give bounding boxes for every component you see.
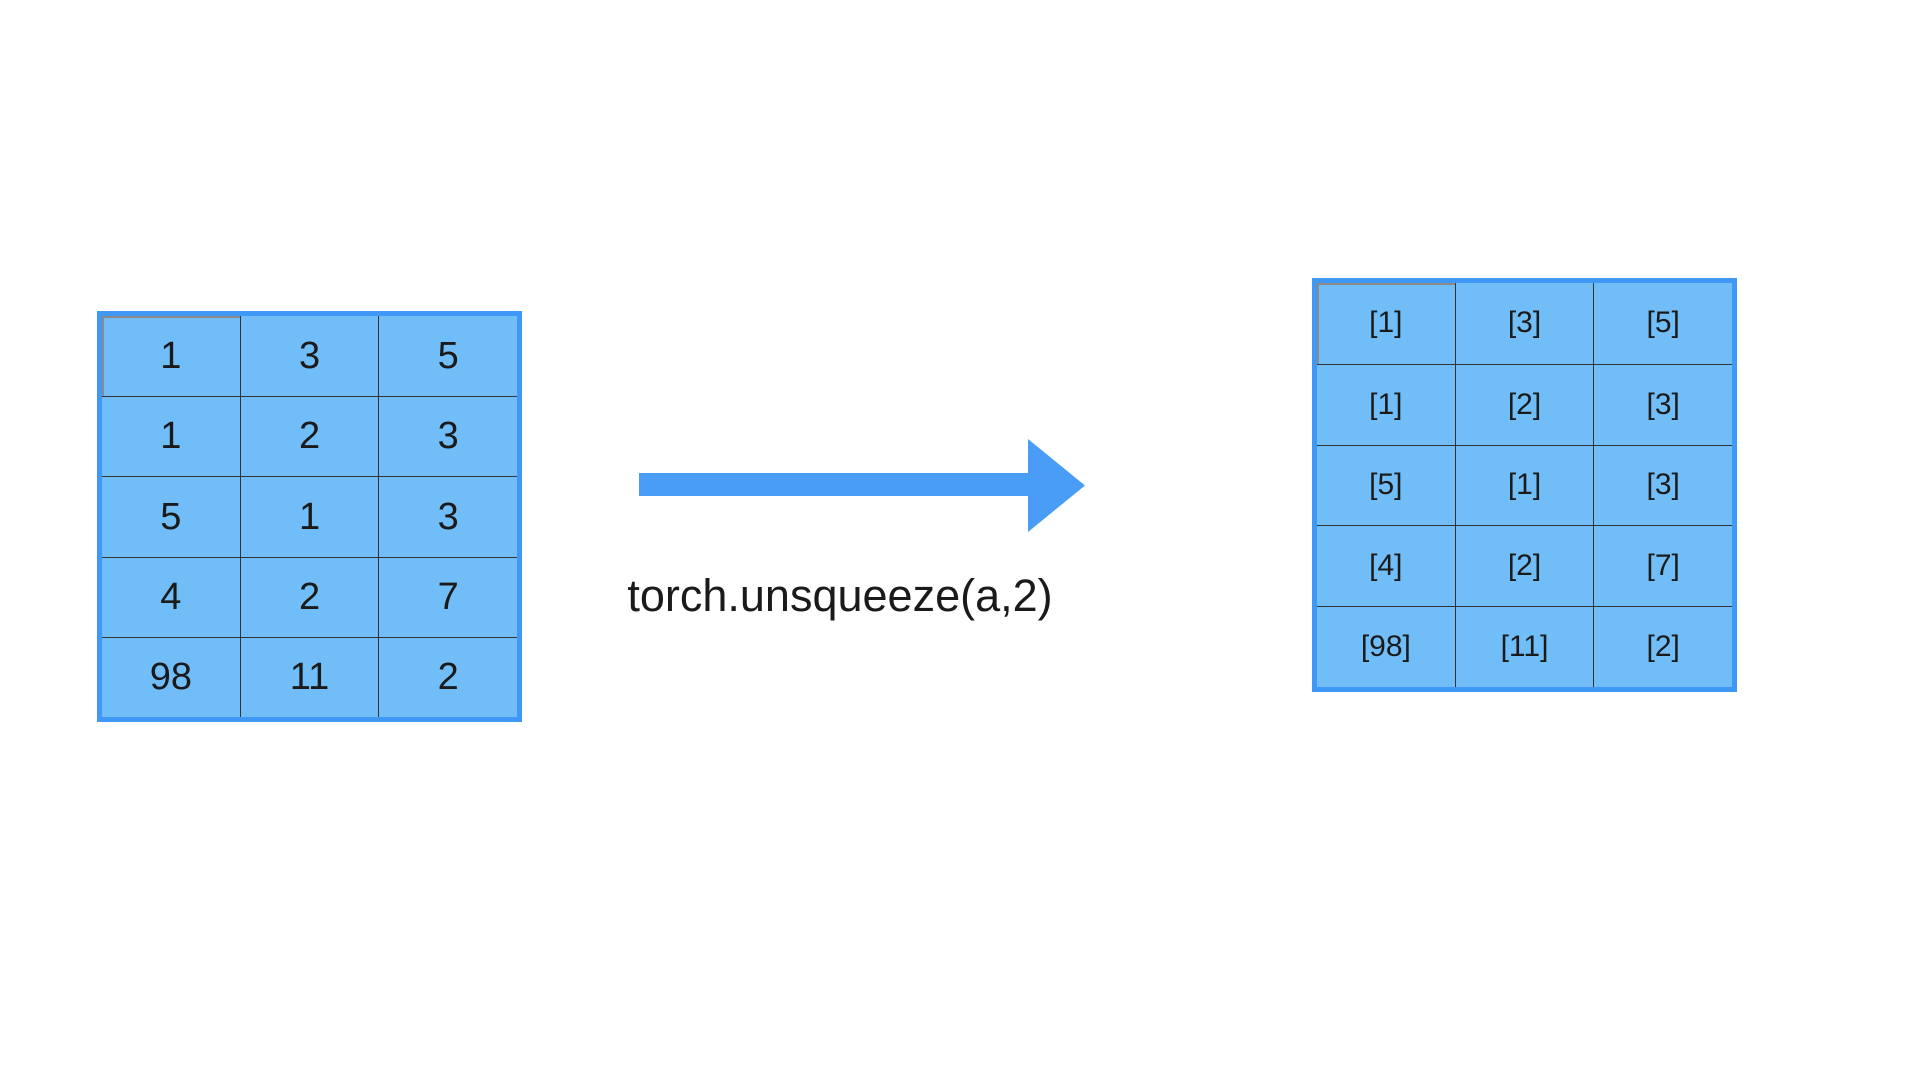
output-matrix-table: [1][3][5][1][2][3][5][1][3][4][2][7][98]…	[1312, 278, 1737, 692]
matrix-cell: [98]	[1317, 606, 1455, 687]
matrix-cell: 3	[378, 396, 518, 477]
matrix-cell: [5]	[1317, 444, 1455, 526]
operation-label: torch.unsqueeze(a,2)	[627, 570, 1053, 621]
matrix-cell: 2	[239, 396, 379, 477]
matrix-cell: 1	[102, 316, 240, 397]
matrix-cell: 2	[378, 636, 518, 718]
matrix-cell: 5	[378, 316, 518, 397]
matrix-cell: [3]	[1593, 444, 1733, 526]
matrix-cell: 2	[239, 556, 379, 637]
matrix-cell: [4]	[1317, 525, 1455, 607]
matrix-row: [4][2][7]	[1317, 525, 1733, 607]
matrix-cell: [11]	[1454, 606, 1594, 687]
matrix-cell: [7]	[1593, 525, 1733, 607]
matrix-cell: 3	[239, 316, 379, 397]
matrix-cell: [2]	[1454, 363, 1594, 445]
matrix-row: [98][11][2]	[1317, 606, 1733, 687]
matrix-cell: 3	[378, 476, 518, 557]
matrix-cell: [2]	[1454, 525, 1594, 607]
matrix-cell: 5	[102, 476, 240, 557]
matrix-cell: [1]	[1317, 363, 1455, 445]
matrix-cell: 7	[378, 556, 518, 637]
matrix-cell: [5]	[1593, 283, 1733, 364]
matrix-row: [5][1][3]	[1317, 444, 1733, 526]
matrix-cell: [3]	[1593, 363, 1733, 445]
matrix-cell: 11	[239, 636, 379, 718]
matrix-cell: 98	[102, 636, 240, 718]
matrix-cell: 1	[102, 396, 240, 477]
matrix-cell: 4	[102, 556, 240, 637]
matrix-row: [1][2][3]	[1317, 363, 1733, 445]
transform-arrow-icon	[639, 439, 1085, 532]
matrix-cell: [2]	[1593, 606, 1733, 687]
matrix-cell: [1]	[1317, 283, 1455, 364]
matrix-cell: [1]	[1454, 444, 1594, 526]
matrix-row: [1][3][5]	[1317, 283, 1733, 364]
matrix-cell: 1	[239, 476, 379, 557]
matrix-cell: [3]	[1454, 283, 1594, 364]
